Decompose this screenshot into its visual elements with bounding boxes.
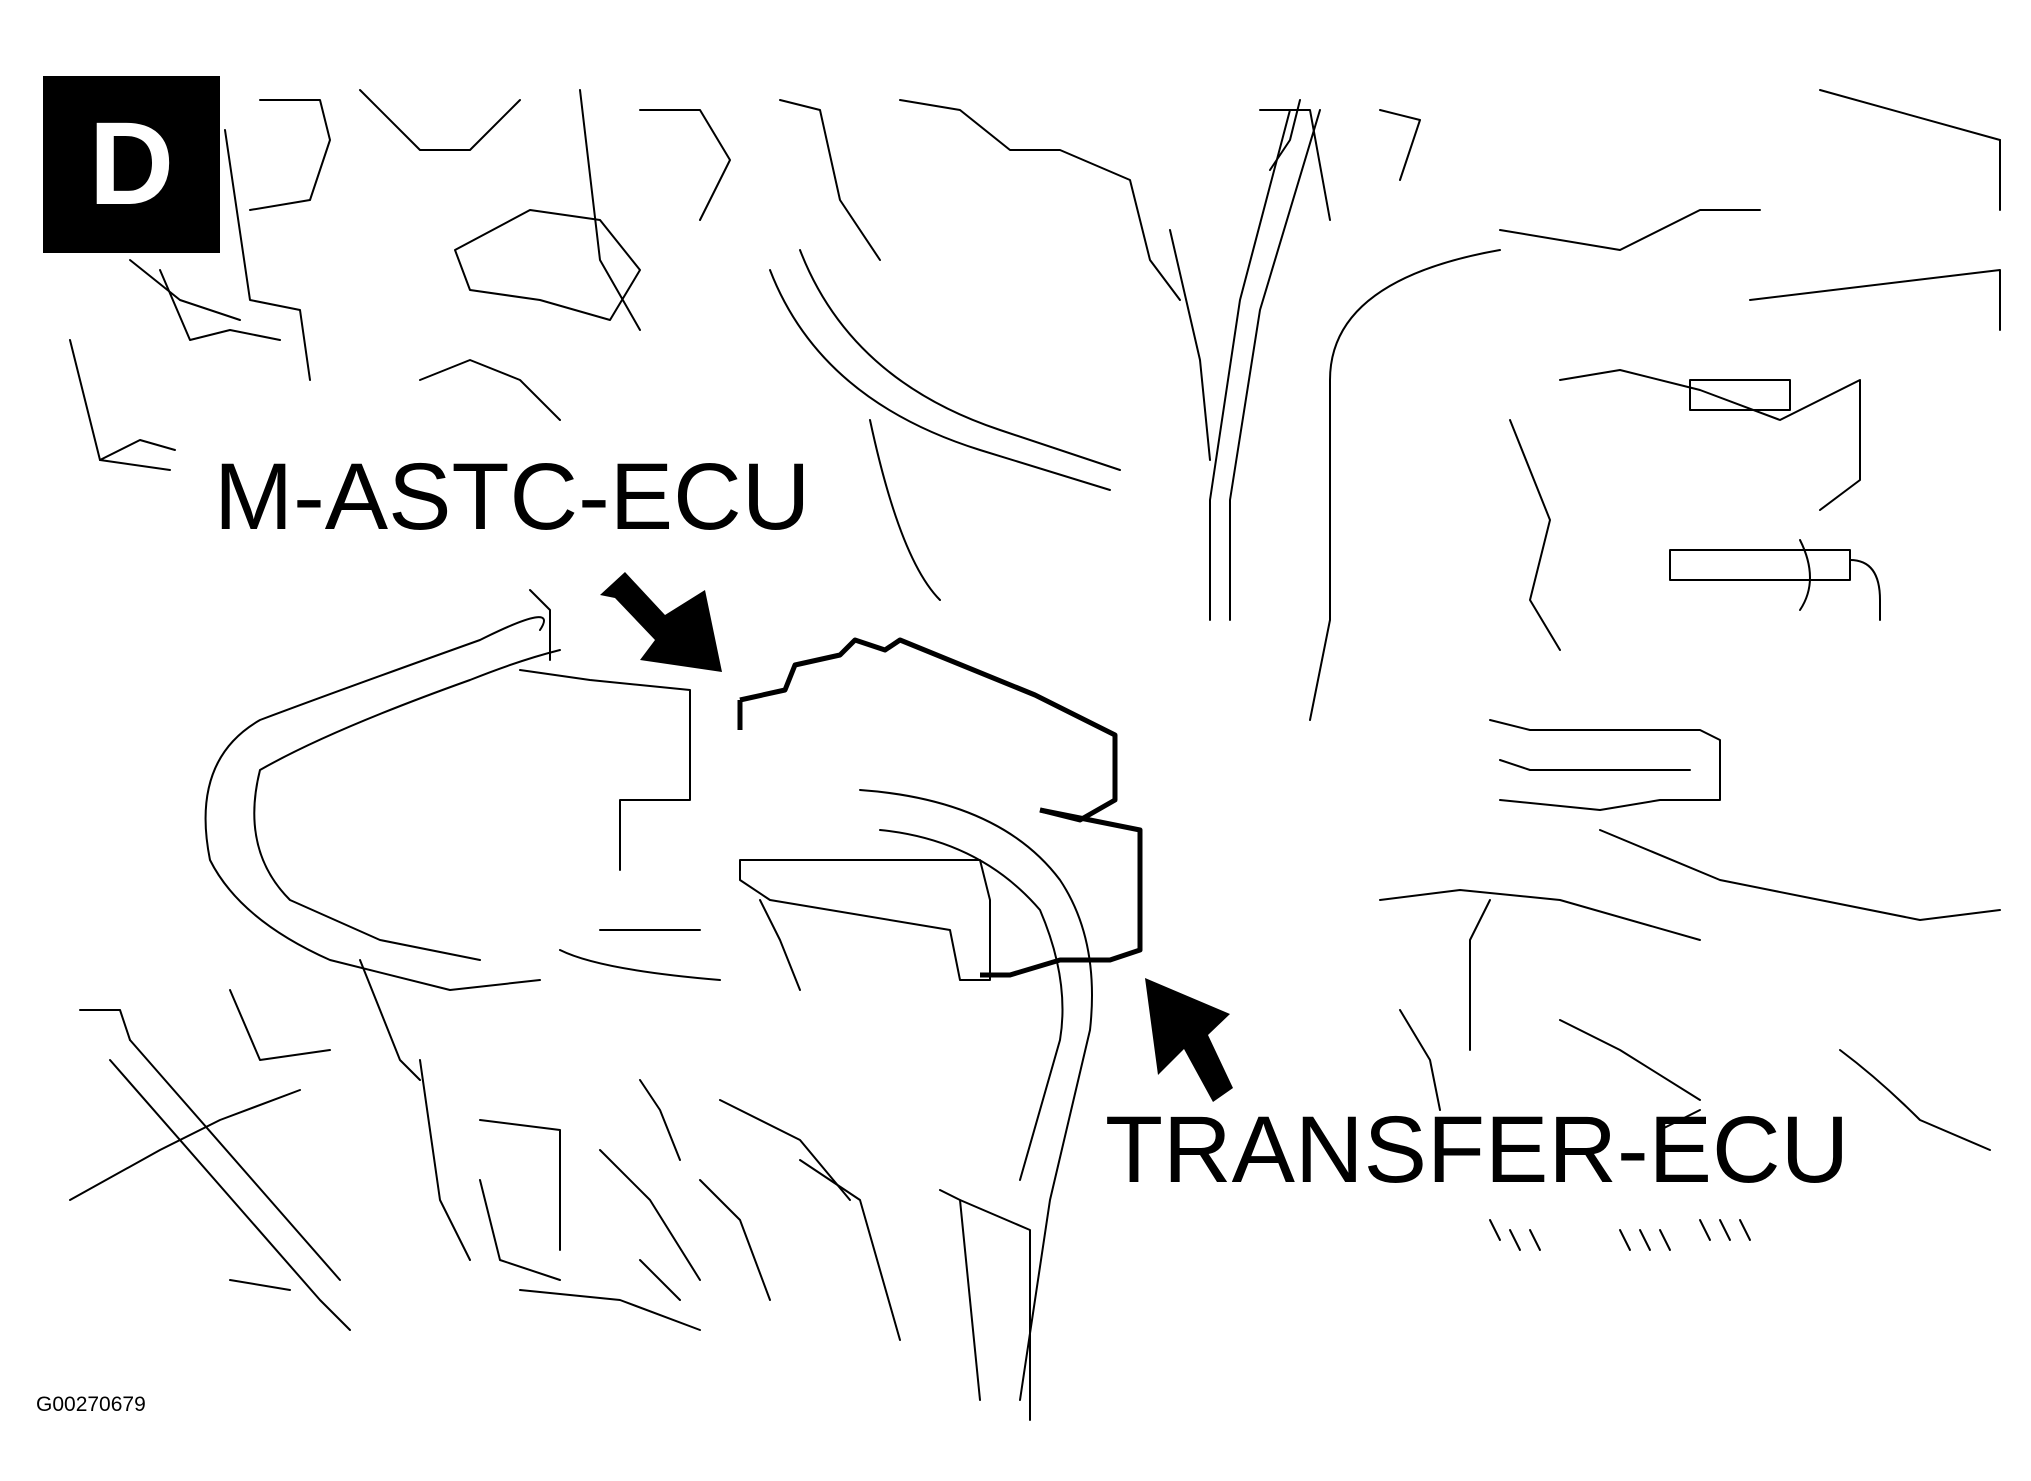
view-label-badge: D: [43, 76, 220, 253]
upper-right-body: [1509, 89, 2001, 651]
m-astc-ecu-label: M-ASTC-ECU: [214, 444, 811, 550]
transfer-ecu-arrow: [1145, 978, 1233, 1102]
left-coiled-hose: [204, 589, 691, 991]
upper-center-hoses: [769, 99, 1421, 601]
transfer-ecu-label: TRANSFER-ECU: [1105, 1097, 1850, 1203]
m-astc-ecu-arrow: [600, 572, 722, 672]
lower-left-body: [69, 959, 901, 1341]
transfer-ecu-outline: [980, 807, 1143, 978]
ecu-highlight: [737, 637, 1143, 978]
lower-right-body: [1379, 719, 2001, 1151]
figure-id: G00270679: [36, 1393, 146, 1416]
hatch-marks: [1489, 1219, 1751, 1251]
lower-center-harness: [639, 789, 1093, 1421]
upper-left-hoses: [69, 89, 731, 471]
central-harness: [1209, 109, 1761, 721]
center-modules: [559, 859, 991, 991]
m-astc-ecu-outline: [739, 637, 1118, 823]
